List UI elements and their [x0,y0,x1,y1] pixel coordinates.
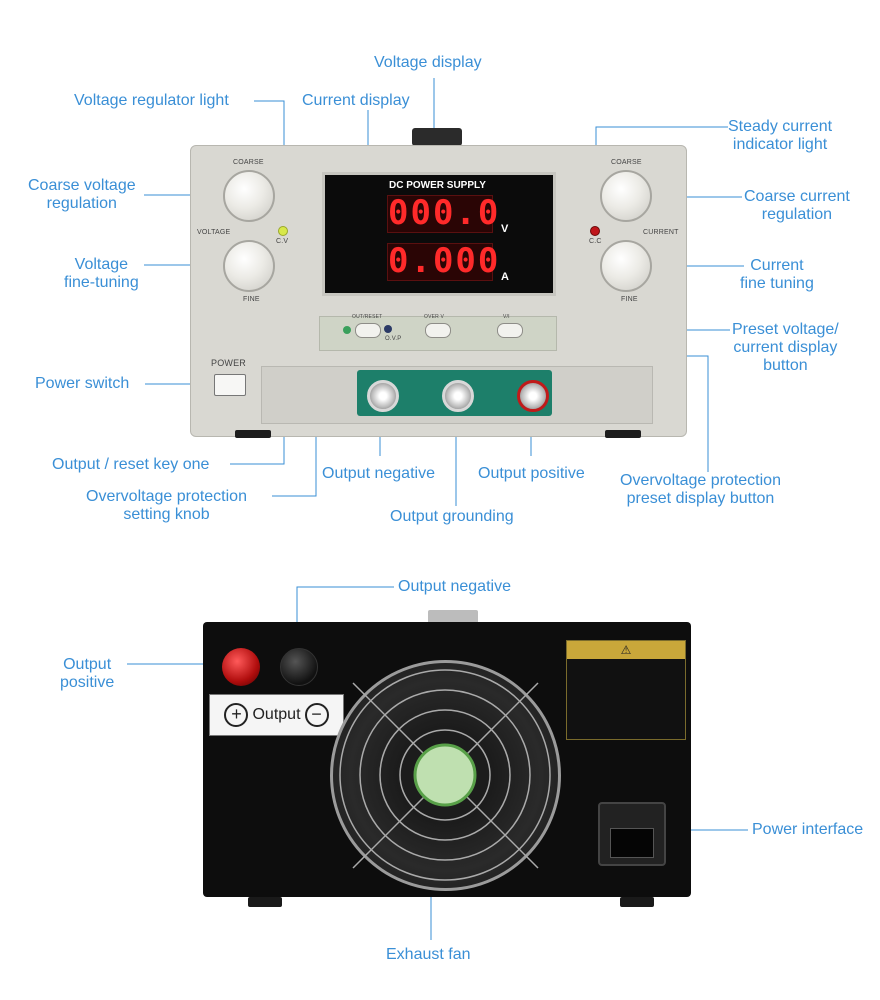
label-current-fine-line2: fine tuning [740,275,814,292]
voltage-side-text: VOLTAGE [197,229,231,236]
voltage-unit: V [501,223,509,235]
label-coarse-voltage-line1: Coarse voltage [28,177,136,194]
label-ovp-knob-line1: Overvoltage protection [86,488,247,505]
power-socket[interactable] [598,802,666,866]
exhaust-fan [330,660,561,891]
cc-text: C.C [589,238,602,245]
back-output-negative[interactable] [280,648,318,686]
front-handle [412,128,462,146]
positive-terminal[interactable] [517,380,549,412]
display-title: DC POWER SUPPLY [389,180,486,191]
front-foot-left [235,430,271,438]
fine-voltage-knob[interactable] [223,240,275,292]
label-output-grounding: Output grounding [390,508,514,525]
power-socket-inner [610,828,654,858]
ground-terminal[interactable] [442,380,474,412]
out-reset-text: OUT/RESET [352,314,383,320]
fine-current-text: FINE [621,296,638,303]
ovp-text: O.V.P [385,336,402,342]
back-foot-left [248,897,282,907]
label-output-negative-back: Output negative [398,578,511,595]
vi-text: V/I [503,314,510,320]
out-led [343,326,351,334]
back-handle [428,610,478,624]
negative-terminal[interactable] [367,380,399,412]
label-output-negative-front: Output negative [322,465,435,482]
label-preset-display-line3: button [763,357,808,374]
warning-icon: ⚠ [620,643,632,657]
fine-voltage-text: FINE [243,296,260,303]
label-steady-current: Steady current indicator light [728,118,832,154]
label-current-fine-line1: Current [750,257,804,274]
current-readout: 0.000 [387,241,501,281]
label-ovp-knob: Overvoltage protection setting knob [86,488,247,524]
current-unit: A [501,271,509,283]
label-output-positive-back-line2: positive [60,674,115,691]
over-v-button[interactable] [425,323,451,338]
out-reset-button[interactable] [355,323,381,338]
output-sticker-text: Output [252,706,301,723]
fine-current-knob[interactable] [600,240,652,292]
voltage-readout: 000.0 [387,193,501,233]
over-v-text: OVER V [424,314,445,320]
label-ovp-preset: Overvoltage protection preset display bu… [620,472,781,508]
display-window: DC POWER SUPPLY 000.0 V 0.000 A [322,172,556,296]
label-output-positive-front: Output positive [478,465,585,482]
label-coarse-voltage-line2: regulation [46,195,117,212]
label-current-display: Current display [302,92,410,109]
label-power-interface: Power interface [752,821,864,838]
cc-led [590,226,600,236]
label-current-fine: Current fine tuning [740,257,814,293]
label-ovp-preset-line1: Overvoltage protection [620,472,781,489]
minus-symbol: − [304,703,329,727]
power-text: POWER [211,358,247,368]
label-voltage-regulator-light: Voltage regulator light [74,92,229,109]
warning-header: ⚠ [567,641,685,659]
label-steady-current-line2: indicator light [732,136,828,153]
vi-button[interactable] [497,323,523,338]
label-exhaust-fan: Exhaust fan [386,946,471,963]
label-steady-current-line1: Steady current [728,118,833,135]
coarse-voltage-text: COARSE [233,159,264,166]
label-voltage-fine-line2: fine-tuning [64,274,139,291]
warning-label: ⚠ [566,640,686,740]
coarse-voltage-knob[interactable] [223,170,275,222]
label-output-reset: Output / reset key one [52,456,210,473]
coarse-current-knob[interactable] [600,170,652,222]
label-power-switch: Power switch [35,375,130,392]
label-voltage-display: Voltage display [374,54,482,71]
cv-led [278,226,288,236]
fan-grille [339,669,551,881]
cv-text: C.V [276,238,289,245]
label-preset-display: Preset voltage/ current display button [732,321,839,375]
plus-symbol: + [224,703,249,727]
label-voltage-fine: Voltage fine-tuning [64,256,139,292]
label-ovp-knob-line2: setting knob [123,506,210,523]
ovp-knob[interactable] [384,325,392,333]
back-output-positive[interactable] [222,648,260,686]
front-foot-right [605,430,641,438]
label-coarse-voltage: Coarse voltage regulation [28,177,136,213]
label-output-positive-back: Output positive [60,656,114,692]
coarse-current-text: COARSE [611,159,642,166]
label-preset-display-line1: Preset voltage/ [732,321,839,338]
label-coarse-current: Coarse current regulation [744,188,850,224]
label-preset-display-line2: current display [733,339,838,356]
label-voltage-fine-line1: Voltage [74,256,129,273]
label-output-positive-back-line1: Output [63,656,112,673]
label-coarse-current-line2: regulation [761,206,833,223]
label-coarse-current-line1: Coarse current [744,188,850,205]
output-sticker: + Output − [209,694,344,736]
back-foot-right [620,897,654,907]
label-ovp-preset-line2: preset display button [626,490,775,507]
power-switch[interactable] [214,374,246,396]
current-side-text: CURRENT [643,229,679,236]
